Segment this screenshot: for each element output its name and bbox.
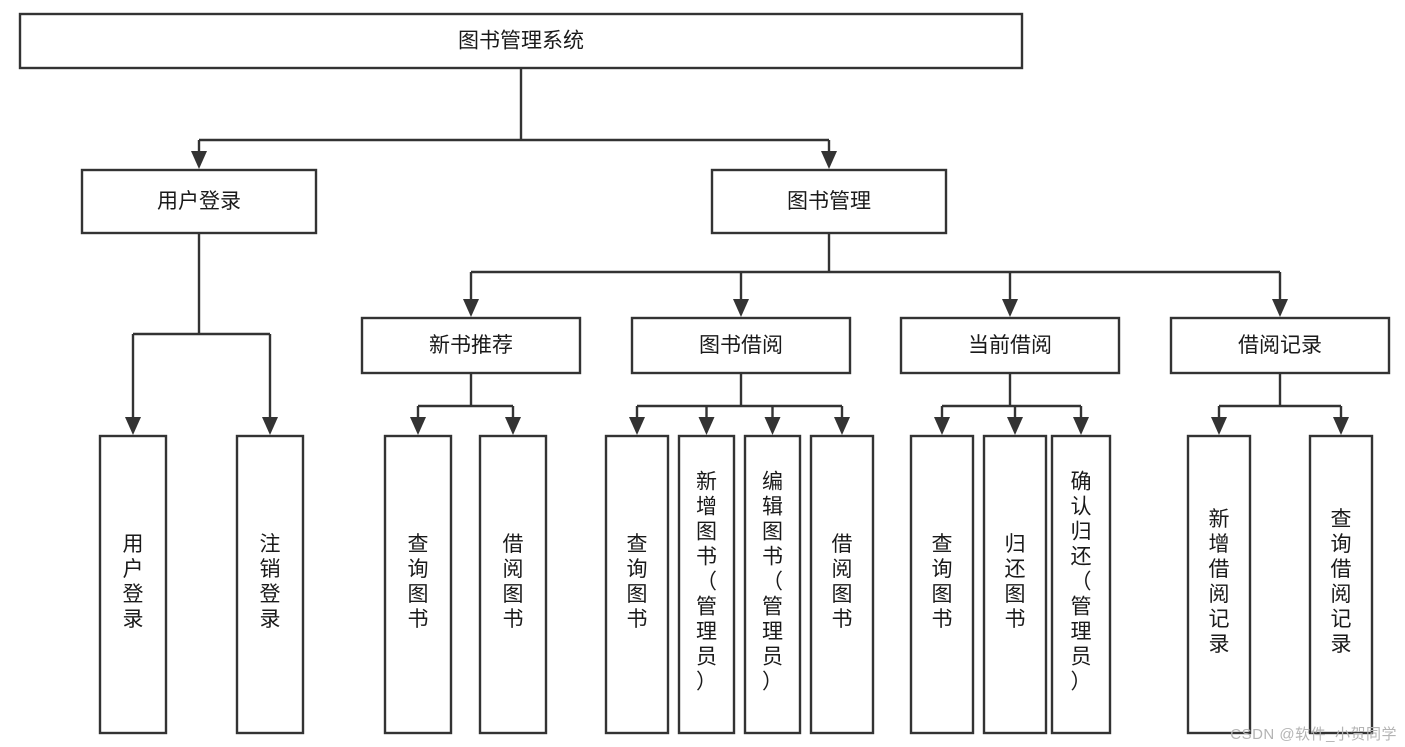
node-box [98, 434, 168, 735]
node-box [80, 168, 318, 235]
arrow-head-icon [1007, 417, 1023, 435]
node-label: 归还图书 [1005, 533, 1026, 631]
node-l-borrow-book-1[interactable]: 借阅图书 [478, 434, 548, 735]
arrow-head-icon [463, 299, 479, 317]
node-label: 用户登录 [123, 533, 144, 631]
node-box [743, 434, 802, 735]
node-box [899, 316, 1121, 375]
node-label: 用户登录 [157, 190, 241, 213]
node-l-query-book-2[interactable]: 查询图书 [604, 434, 670, 735]
arrow-head-icon [410, 417, 426, 435]
node-n-borrow-record[interactable]: 借阅记录 [1169, 316, 1391, 375]
arrow-head-icon [821, 151, 837, 169]
arrow-head-icon [1002, 299, 1018, 317]
arrow-head-icon [505, 417, 521, 435]
node-label: 当前借阅 [968, 334, 1052, 357]
node-label: 图书管理 [787, 190, 871, 213]
node-label: 新增图书（管理员） [696, 471, 717, 694]
node-box [1050, 434, 1112, 735]
arrow-head-icon [1211, 417, 1227, 435]
arrow-head-icon [629, 417, 645, 435]
node-box [1308, 434, 1374, 735]
node-box [1169, 316, 1391, 375]
node-label: 编辑图书（管理员） [762, 471, 783, 694]
node-l-query-book-1[interactable]: 查询图书 [383, 434, 453, 735]
node-label: 注销登录 [260, 533, 281, 631]
node-box [1186, 434, 1252, 735]
node-label: 借阅图书 [832, 533, 853, 631]
node-n-book-borrow[interactable]: 图书借阅 [630, 316, 852, 375]
arrow-head-icon [125, 417, 141, 435]
node-n-book-mgmt[interactable]: 图书管理 [710, 168, 948, 235]
node-box [909, 434, 975, 735]
node-box [18, 12, 1024, 70]
node-l-query-book-3[interactable]: 查询图书 [909, 434, 975, 735]
arrow-head-icon [934, 417, 950, 435]
node-box [710, 168, 948, 235]
node-box [360, 316, 582, 375]
node-label: 查询图书 [932, 533, 953, 631]
node-n-new-book-rec[interactable]: 新书推荐 [360, 316, 582, 375]
arrow-head-icon [1333, 417, 1349, 435]
node-label: 确认归还（管理员） [1071, 471, 1092, 694]
node-n-user-login[interactable]: 用户登录 [80, 168, 318, 235]
node-box [604, 434, 670, 735]
node-label: 图书管理系统 [458, 30, 584, 53]
node-l-add-book[interactable]: 新增图书（管理员） [677, 434, 736, 735]
arrow-head-icon [262, 417, 278, 435]
node-l-confirm-return[interactable]: 确认归还（管理员） [1050, 434, 1112, 735]
node-label: 借阅记录 [1238, 334, 1322, 357]
connector-edges-layer [125, 68, 1349, 435]
node-l-borrow-book-2[interactable]: 借阅图书 [809, 434, 875, 735]
node-box [235, 434, 305, 735]
node-label: 新增借阅记录 [1209, 508, 1230, 656]
arrow-head-icon [764, 417, 781, 435]
node-box [478, 434, 548, 735]
node-l-return-book[interactable]: 归还图书 [982, 434, 1048, 735]
node-n-current-borrow[interactable]: 当前借阅 [899, 316, 1121, 375]
node-label: 借阅图书 [503, 533, 524, 631]
node-label: 查询借阅记录 [1331, 508, 1352, 656]
node-l-user-login[interactable]: 用户登录 [98, 434, 168, 735]
arrow-head-icon [733, 299, 749, 317]
node-boxes-layer: 图书管理系统用户登录图书管理新书推荐图书借阅当前借阅借阅记录用户登录注销登录查询… [18, 12, 1391, 735]
node-l-query-record[interactable]: 查询借阅记录 [1308, 434, 1374, 735]
arrow-head-icon [1272, 299, 1288, 317]
arrow-head-icon [1073, 417, 1089, 435]
node-label: 查询图书 [627, 533, 648, 631]
node-box [677, 434, 736, 735]
arrow-head-icon [698, 417, 715, 435]
node-box [982, 434, 1048, 735]
arrow-head-icon [191, 151, 207, 169]
node-label: 查询图书 [408, 533, 429, 631]
node-box [383, 434, 453, 735]
node-box [630, 316, 852, 375]
node-l-add-record[interactable]: 新增借阅记录 [1186, 434, 1252, 735]
node-box [809, 434, 875, 735]
node-root[interactable]: 图书管理系统 [18, 12, 1024, 70]
node-label: 图书借阅 [699, 334, 783, 357]
node-label: 新书推荐 [429, 334, 513, 357]
node-l-edit-book[interactable]: 编辑图书（管理员） [743, 434, 802, 735]
node-l-logout[interactable]: 注销登录 [235, 434, 305, 735]
arrow-head-icon [834, 417, 850, 435]
